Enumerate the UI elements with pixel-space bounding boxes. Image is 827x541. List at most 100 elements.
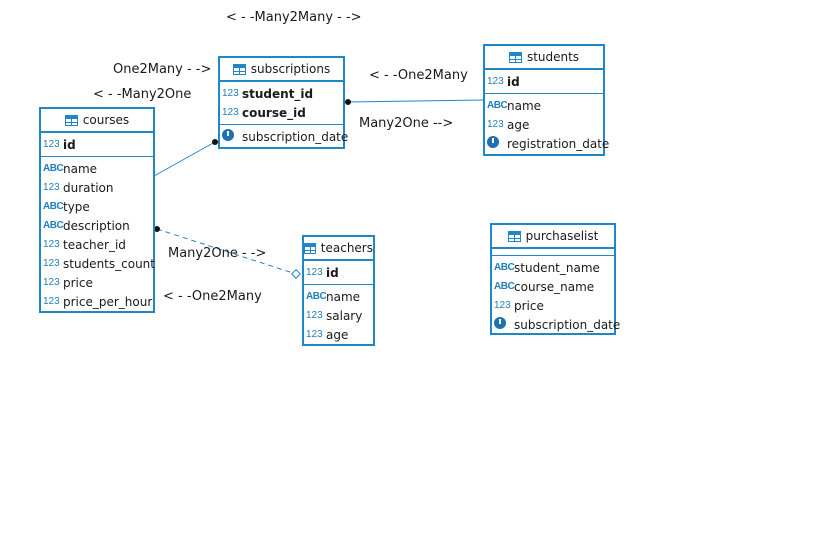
column-name: description — [63, 218, 130, 233]
column-name: name — [507, 98, 542, 113]
clock-glyph — [222, 129, 234, 141]
column-name: price_per_hour — [63, 294, 153, 309]
text-type-icon: ABC — [487, 100, 508, 111]
column-name: type — [63, 199, 90, 214]
column-name: student_name — [514, 260, 600, 275]
column-name: price — [63, 275, 93, 290]
table-icon — [64, 114, 78, 126]
entity-header: courses — [41, 109, 153, 132]
column-name: id — [507, 74, 520, 89]
table-icon — [232, 63, 246, 75]
numeric-type-icon: 123 — [43, 258, 60, 269]
numeric-type-icon: 123 — [43, 239, 60, 250]
column-name: subscription_date — [242, 129, 349, 144]
link-courses-subscriptions[interactable] — [153, 141, 216, 177]
label-many2one-teachers: Many2One - -> — [168, 246, 267, 261]
numeric-type-icon: 123 — [222, 107, 239, 118]
clock-icon — [494, 317, 512, 332]
link-subscriptions-students[interactable] — [347, 99, 485, 103]
column-name: age — [507, 117, 530, 132]
column-row[interactable]: subscription_date — [492, 315, 620, 334]
text-type-icon: ABC — [43, 201, 64, 212]
column-name: registration_date — [507, 136, 610, 151]
text-type-icon: ABC — [43, 163, 64, 174]
column-name: students_count — [63, 256, 155, 271]
text-type-icon: ABC — [494, 281, 515, 292]
column-name: course_id — [242, 105, 306, 120]
numeric-type-icon: 123 — [487, 119, 504, 130]
column-name: id — [63, 137, 76, 152]
entity-header: students — [485, 46, 603, 69]
numeric-type-icon: 123 — [306, 267, 323, 278]
numeric-type-icon: 123 — [43, 296, 60, 307]
table-icon — [508, 51, 522, 63]
text-type-icon: ABC — [43, 220, 64, 231]
numeric-type-icon: 123 — [43, 182, 60, 193]
numeric-type-icon: 123 — [43, 139, 60, 150]
column-row[interactable]: registration_date — [485, 134, 609, 153]
entity-header: purchaselist — [492, 225, 614, 248]
column-name: student_id — [242, 86, 314, 101]
column-name: duration — [63, 180, 114, 195]
label-one2many-students: < - -One2Many — [369, 68, 468, 83]
entity-title: courses — [82, 113, 130, 127]
numeric-type-icon: 123 — [306, 329, 323, 340]
columns-section: subscription_date — [220, 124, 348, 148]
clock-icon — [222, 129, 240, 144]
column-row[interactable]: subscription_date — [220, 127, 348, 146]
column-name: teacher_id — [63, 237, 126, 252]
numeric-type-icon: 123 — [494, 300, 511, 311]
label-one2many-left: One2Many - -> — [113, 62, 212, 77]
column-name: course_name — [514, 279, 595, 294]
label-one2many-bottom: < - -One2Many — [163, 289, 262, 304]
entity-title: students — [526, 50, 580, 64]
link-courses-teachers[interactable] — [156, 228, 297, 275]
clock-icon — [487, 136, 505, 151]
link-end-subscriptions-course — [212, 139, 218, 145]
column-name: id — [326, 265, 339, 280]
clock-glyph — [487, 136, 499, 148]
label-many2one-students: Many2One --> — [359, 116, 454, 131]
column-name: salary — [326, 308, 363, 323]
numeric-type-icon: 123 — [222, 88, 239, 99]
clock-glyph — [494, 317, 506, 329]
entity-title: teachers — [320, 241, 373, 255]
column-name: age — [326, 327, 349, 342]
table-icon — [304, 242, 316, 254]
entity-title: subscriptions — [250, 62, 331, 76]
numeric-type-icon: 123 — [43, 277, 60, 288]
